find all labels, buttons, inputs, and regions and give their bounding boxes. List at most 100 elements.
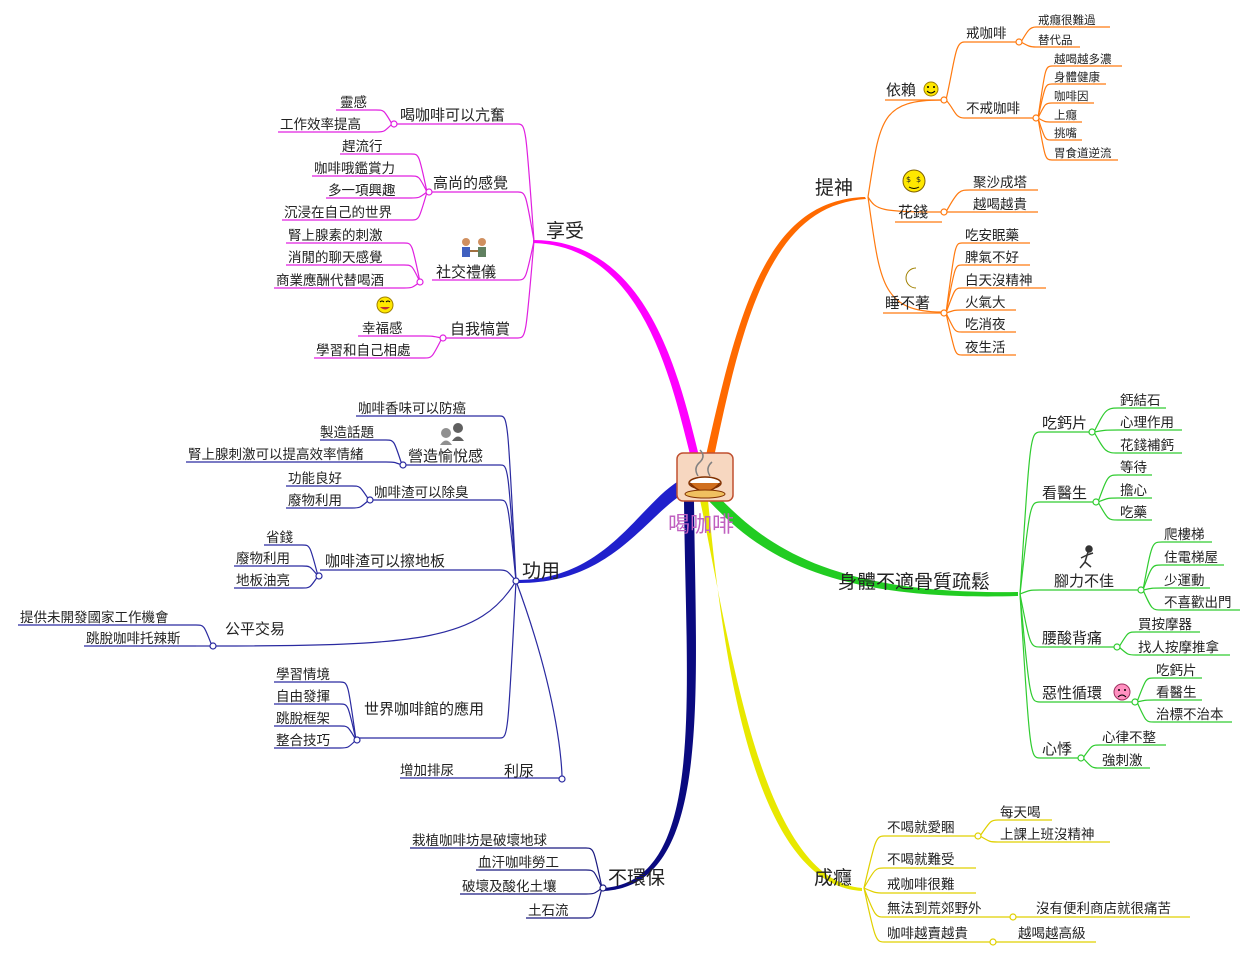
node-gaoshang[interactable]: 高尚的感覺 — [433, 174, 508, 192]
node-kaishang[interactable]: 自我犒賞 — [450, 320, 510, 338]
leaf-bujie-5[interactable]: 胃食道逆流 — [1054, 146, 1112, 160]
leaf-yuyue-1[interactable]: 腎上腺刺激可以提高效率情緒 — [188, 446, 364, 463]
leaf-shuibuzhao-2[interactable]: 白天沒精神 — [965, 272, 1033, 289]
leaf-liniao-0[interactable]: 增加排尿 — [400, 763, 454, 779]
leaf-cadiban-2[interactable]: 地板油亮 — [236, 572, 290, 589]
node-shejiao[interactable]: 社交禮儀 — [436, 263, 496, 281]
leaf-shuibuzhao-0[interactable]: 吃安眠藥 — [965, 228, 1019, 244]
leaf-shuibuzhao-3[interactable]: 火氣大 — [965, 295, 1006, 311]
leaf-huaqian-1[interactable]: 越喝越貴 — [973, 197, 1027, 213]
topic-label-buhuanbao[interactable]: 不環保 — [608, 867, 665, 889]
node-chengyin-3[interactable]: 無法到荒郊野外 — [887, 900, 982, 917]
leaf-kangfen-0[interactable]: 靈感 — [340, 94, 367, 111]
leaf-gaoshang-3[interactable]: 沉浸在自己的世界 — [284, 205, 392, 221]
leaf-chengyin-3-0[interactable]: 沒有便利商店就很痛苦 — [1036, 900, 1171, 917]
leaf-exing-1[interactable]: 看醫生 — [1156, 685, 1197, 701]
leaf-buhuanbao-3[interactable]: 土石流 — [528, 903, 569, 919]
leaf-bujie-3[interactable]: 上癮 — [1054, 108, 1077, 122]
leaf-chuchou-1[interactable]: 廢物利用 — [288, 493, 342, 509]
leaf-yaosuan-1[interactable]: 找人按摩推拿 — [1138, 639, 1219, 656]
leaf-chengyin-0-0[interactable]: 每天喝 — [1000, 805, 1041, 821]
leaf-jie-1[interactable]: 替代品 — [1038, 33, 1073, 47]
leaf-bujie-4[interactable]: 挑嘴 — [1054, 126, 1077, 140]
topic-label-tishen[interactable]: 提神 — [815, 177, 853, 199]
node-huaqian[interactable]: 花錢 — [898, 203, 928, 221]
topic-label-shenti[interactable]: 身體不適骨質疏鬆 — [838, 571, 990, 593]
leaf-chuchou-0[interactable]: 功能良好 — [288, 471, 342, 487]
leaf-gaipian-1[interactable]: 心理作用 — [1120, 415, 1174, 431]
node-shijie[interactable]: 世界咖啡館的應用 — [364, 700, 484, 718]
node-shuibuzhao[interactable]: 睡不著 — [885, 294, 930, 312]
topic-label-chengyin[interactable]: 成癮 — [814, 867, 852, 889]
leaf-gaipian-2[interactable]: 花錢補鈣 — [1120, 437, 1174, 454]
leaf-kangfen-1[interactable]: 工作效率提高 — [280, 116, 361, 133]
leaf-chengyin-0-1[interactable]: 上課上班沒精神 — [1000, 826, 1095, 843]
topic-label-xiangshou[interactable]: 享受 — [546, 220, 584, 242]
leaf-buhuanbao-0[interactable]: 栽植咖啡坊是破壞地球 — [412, 833, 547, 849]
center-node[interactable]: 喝咖啡 — [668, 449, 734, 538]
leaf-gaoshang-1[interactable]: 咖啡哦鑑賞力 — [314, 160, 395, 177]
node-chengyin-1[interactable]: 不喝就難受 — [887, 852, 955, 868]
leaf-buhuanbao-1[interactable]: 血汗咖啡勞工 — [478, 855, 559, 871]
leaf-bujie-0[interactable]: 越喝越多濃 — [1054, 52, 1112, 66]
node-gaipian[interactable]: 吃鈣片 — [1042, 414, 1087, 432]
node-jiaoli[interactable]: 腳力不佳 — [1054, 572, 1114, 590]
leaf-shejiao-1[interactable]: 消閒的聊天感覺 — [288, 249, 383, 266]
node-yilai[interactable]: 依賴 — [886, 81, 916, 99]
node-fangai[interactable]: 咖啡香味可以防癌 — [358, 401, 466, 417]
node-yuyue[interactable]: 營造愉悅感 — [408, 447, 483, 465]
node-chuchou[interactable]: 咖啡渣可以除臭 — [374, 485, 469, 501]
leaf-kanyisheng-2[interactable]: 吃藥 — [1120, 505, 1147, 521]
leaf-exing-0[interactable]: 吃鈣片 — [1156, 663, 1197, 679]
node-kangfen[interactable]: 喝咖啡可以亢奮 — [400, 106, 505, 124]
leaf-buhuanbao-2[interactable]: 破壞及酸化土壤 — [462, 878, 557, 895]
leaf-jiaoli-3[interactable]: 不喜歡出門 — [1164, 595, 1232, 611]
leaf-shejiao-0[interactable]: 腎上腺素的刺激 — [288, 228, 383, 244]
leaf-gaoshang-2[interactable]: 多一項興趣 — [328, 182, 396, 199]
leaf-jiaoli-0[interactable]: 爬樓梯 — [1164, 527, 1205, 543]
leaf-xinji-0[interactable]: 心律不整 — [1102, 730, 1156, 746]
leaf-jiaoli-1[interactable]: 住電梯屋 — [1164, 550, 1218, 566]
node-kanyisheng[interactable]: 看醫生 — [1042, 484, 1087, 502]
leaf-xinji-1[interactable]: 強刺激 — [1102, 753, 1143, 769]
leaf-shuibuzhao-4[interactable]: 吃消夜 — [965, 317, 1006, 333]
leaf-yuyue-0[interactable]: 製造話題 — [320, 424, 374, 441]
node-chengyin-0[interactable]: 不喝就愛睏 — [887, 820, 955, 836]
leaf-shijie-1[interactable]: 自由發揮 — [276, 689, 330, 705]
node-chengyin-2[interactable]: 戒咖啡很難 — [887, 877, 955, 893]
leaf-shijie-0[interactable]: 學習情境 — [276, 667, 330, 683]
leaf-shuibuzhao-1[interactable]: 脾氣不好 — [965, 250, 1019, 266]
leaf-exing-2[interactable]: 治標不治本 — [1156, 707, 1224, 723]
leaf-jiaoli-2[interactable]: 少運動 — [1164, 573, 1205, 589]
leaf-gongping-1[interactable]: 跳脫咖啡托辣斯 — [86, 631, 181, 647]
node-gongping[interactable]: 公平交易 — [225, 620, 285, 638]
leaf-gaoshang-0[interactable]: 趕流行 — [342, 139, 383, 155]
node-liniao[interactable]: 利尿 — [504, 762, 534, 780]
leaf-kaishang-0[interactable]: 幸福感 — [362, 320, 403, 337]
leaf-kaishang-1[interactable]: 學習和自己相處 — [316, 343, 411, 359]
node-cadiban[interactable]: 咖啡渣可以擦地板 — [325, 552, 445, 570]
leaf-bujie-1[interactable]: 身體健康 — [1054, 70, 1100, 84]
leaf-shijie-3[interactable]: 整合技巧 — [276, 733, 330, 749]
leaf-jie-0[interactable]: 戒癮很難過 — [1038, 13, 1096, 27]
leaf-gongping-0[interactable]: 提供未開發國家工作機會 — [20, 609, 169, 626]
node-bujie[interactable]: 不戒咖啡 — [966, 101, 1020, 117]
node-xinji[interactable]: 心悸 — [1042, 740, 1072, 758]
leaf-shejiao-2[interactable]: 商業應酬代替喝酒 — [276, 272, 384, 289]
leaf-shijie-2[interactable]: 跳脫框架 — [276, 711, 330, 727]
node-jie[interactable]: 戒咖啡 — [966, 26, 1007, 42]
leaf-cadiban-1[interactable]: 廢物利用 — [236, 551, 290, 567]
leaf-kanyisheng-1[interactable]: 擔心 — [1120, 483, 1148, 499]
leaf-chengyin-4-0[interactable]: 越喝越高級 — [1018, 925, 1086, 942]
leaf-cadiban-0[interactable]: 省錢 — [266, 529, 293, 546]
leaf-yaosuan-0[interactable]: 買按摩器 — [1138, 616, 1192, 633]
leaf-kanyisheng-0[interactable]: 等待 — [1120, 459, 1147, 476]
leaf-bujie-2[interactable]: 咖啡因 — [1054, 89, 1089, 103]
leaf-shuibuzhao-5[interactable]: 夜生活 — [965, 340, 1006, 356]
leaf-huaqian-0[interactable]: 聚沙成塔 — [973, 175, 1027, 191]
node-chengyin-4[interactable]: 咖啡越賣越貴 — [887, 926, 968, 942]
topic-label-gongyong[interactable]: 功用 — [522, 560, 560, 582]
node-yaosuan[interactable]: 腰酸背痛 — [1042, 629, 1102, 647]
node-exing[interactable]: 惡性循環 — [1042, 684, 1102, 702]
leaf-gaipian-0[interactable]: 鈣結石 — [1120, 393, 1161, 409]
